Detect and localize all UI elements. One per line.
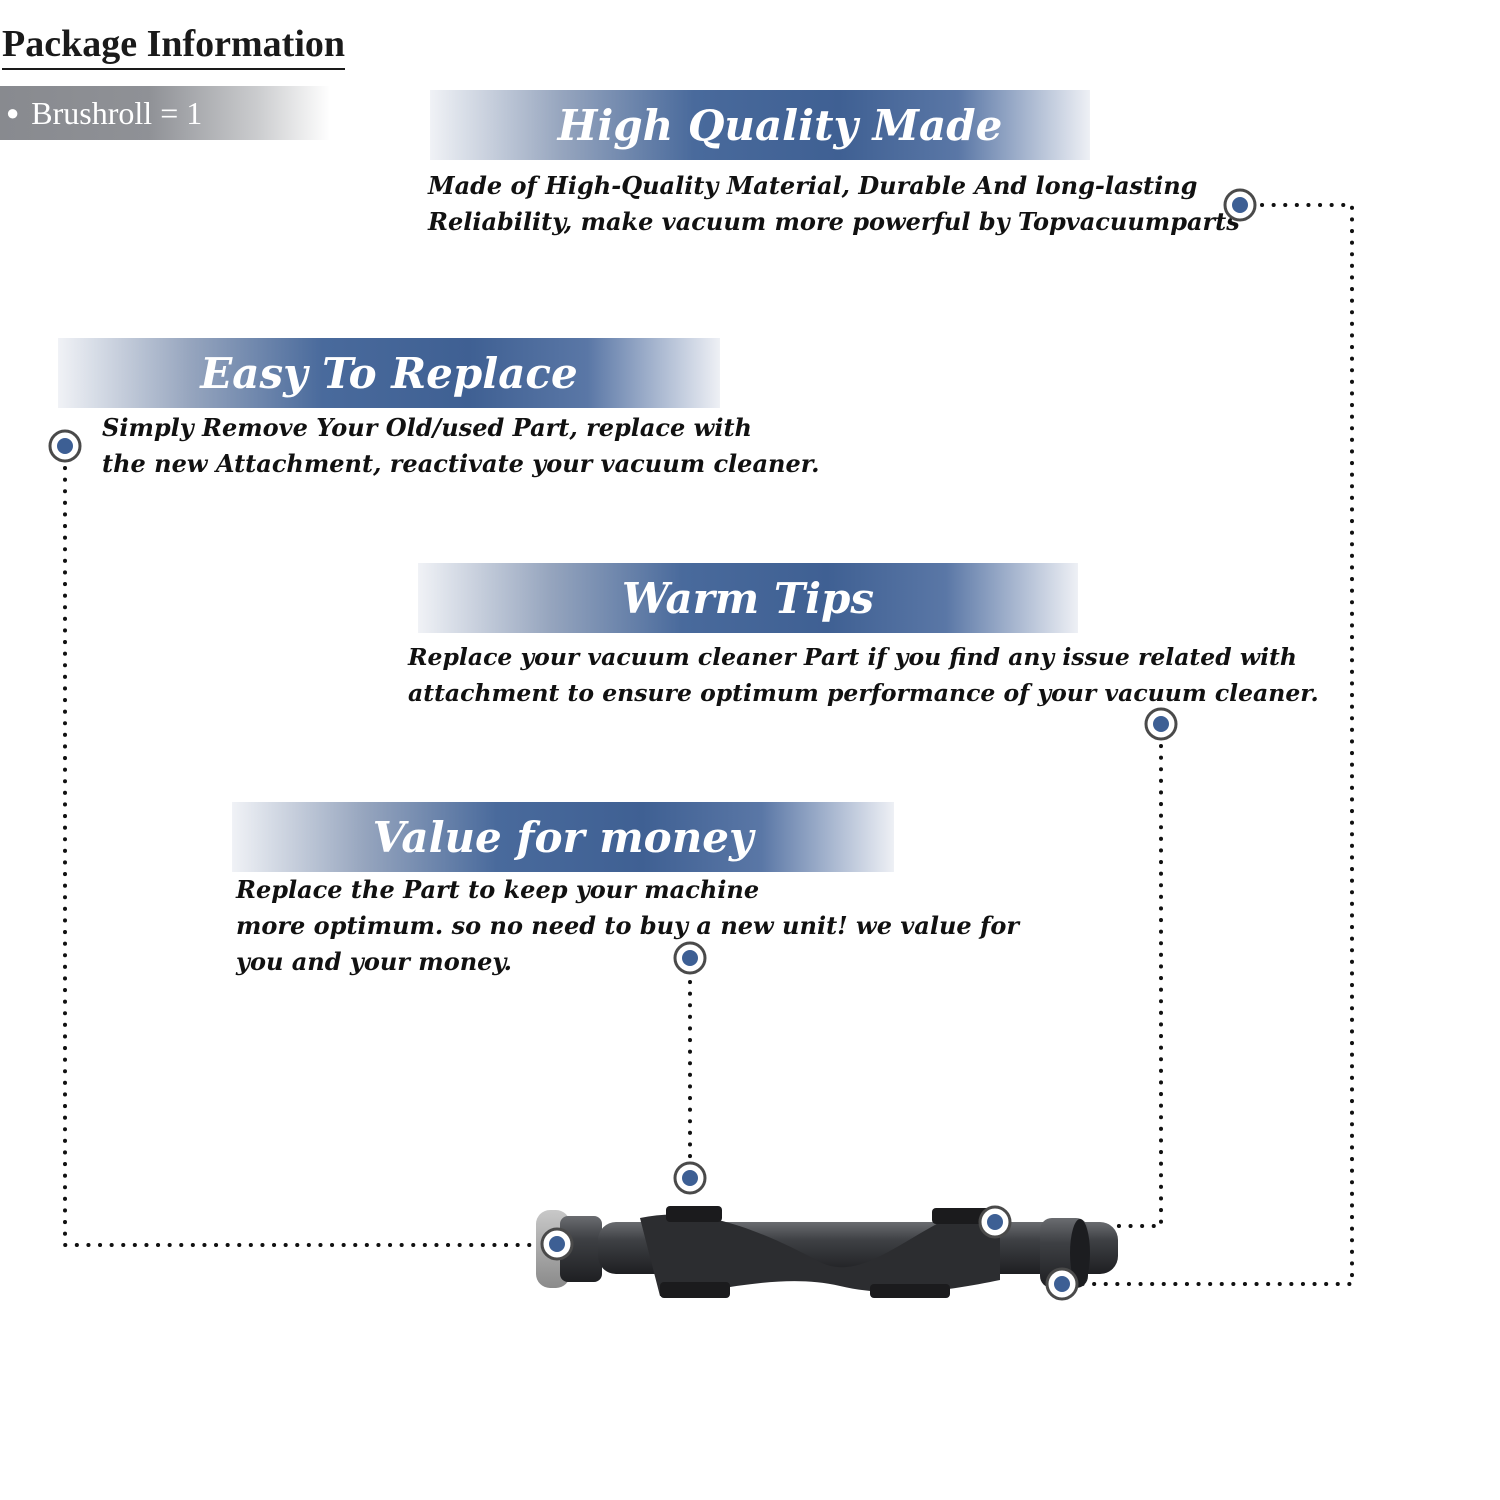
feature-desc-line: attachment to ensure optimum performance…: [408, 679, 1319, 707]
feature-desc-warm-tips: Replace your vacuum cleaner Part if you …: [408, 639, 1319, 711]
connector-easy-replace: [63, 466, 542, 1247]
feature-banner-warm-tips: Warm Tips: [418, 563, 1078, 633]
connector-warm-tips: [1080, 744, 1163, 1228]
feature-desc-line: Simply Remove Your Old/used Part, replac…: [102, 413, 752, 442]
target-dot-icon: [48, 429, 82, 463]
feature-title-value-money: Value for money: [372, 812, 754, 862]
package-item-brushroll: ● Brushroll = 1: [0, 86, 330, 140]
brushroll-icon: [536, 1206, 1118, 1298]
feature-banner-high-quality: High Quality Made: [430, 90, 1090, 160]
target-dot-icon: [540, 1227, 574, 1261]
feature-desc-easy-replace: Simply Remove Your Old/used Part, replac…: [102, 410, 820, 482]
connector-high-quality: [1080, 203, 1354, 1286]
target-dot-icon: [1144, 707, 1178, 741]
feature-desc-line: Replace your vacuum cleaner Part if you …: [408, 643, 1297, 671]
feature-desc-line: Replace the Part to keep your machine: [236, 875, 760, 904]
feature-desc-high-quality: Made of High-Quality Material, Durable A…: [428, 168, 1240, 240]
feature-banner-value-money: Value for money: [232, 802, 894, 872]
feature-title-easy-replace: Easy To Replace: [200, 348, 578, 398]
feature-desc-line: you and your money.: [236, 947, 512, 976]
feature-desc-line: more optimum. so no need to buy a new un…: [236, 911, 1019, 940]
feature-desc-line: Reliability, make vacuum more powerful b…: [428, 207, 1240, 236]
package-information-title: Package Information: [2, 22, 346, 70]
target-dot-icon: [673, 941, 707, 975]
feature-title-high-quality: High Quality Made: [557, 100, 1003, 150]
feature-title-warm-tips: Warm Tips: [621, 573, 875, 623]
target-dot-icon: [978, 1205, 1012, 1239]
feature-desc-value-money: Replace the Part to keep your machine mo…: [236, 872, 1019, 980]
bullet-icon: ●: [6, 100, 20, 125]
feature-banner-easy-replace: Easy To Replace: [58, 338, 720, 408]
feature-desc-line: Made of High-Quality Material, Durable A…: [428, 171, 1198, 200]
target-dot-icon: [1223, 188, 1257, 222]
target-dot-icon: [1045, 1267, 1079, 1301]
target-dot-icon: [673, 1161, 707, 1195]
package-item-label: Brushroll = 1: [31, 94, 203, 131]
feature-desc-line: the new Attachment, reactivate your vacu…: [102, 449, 820, 478]
